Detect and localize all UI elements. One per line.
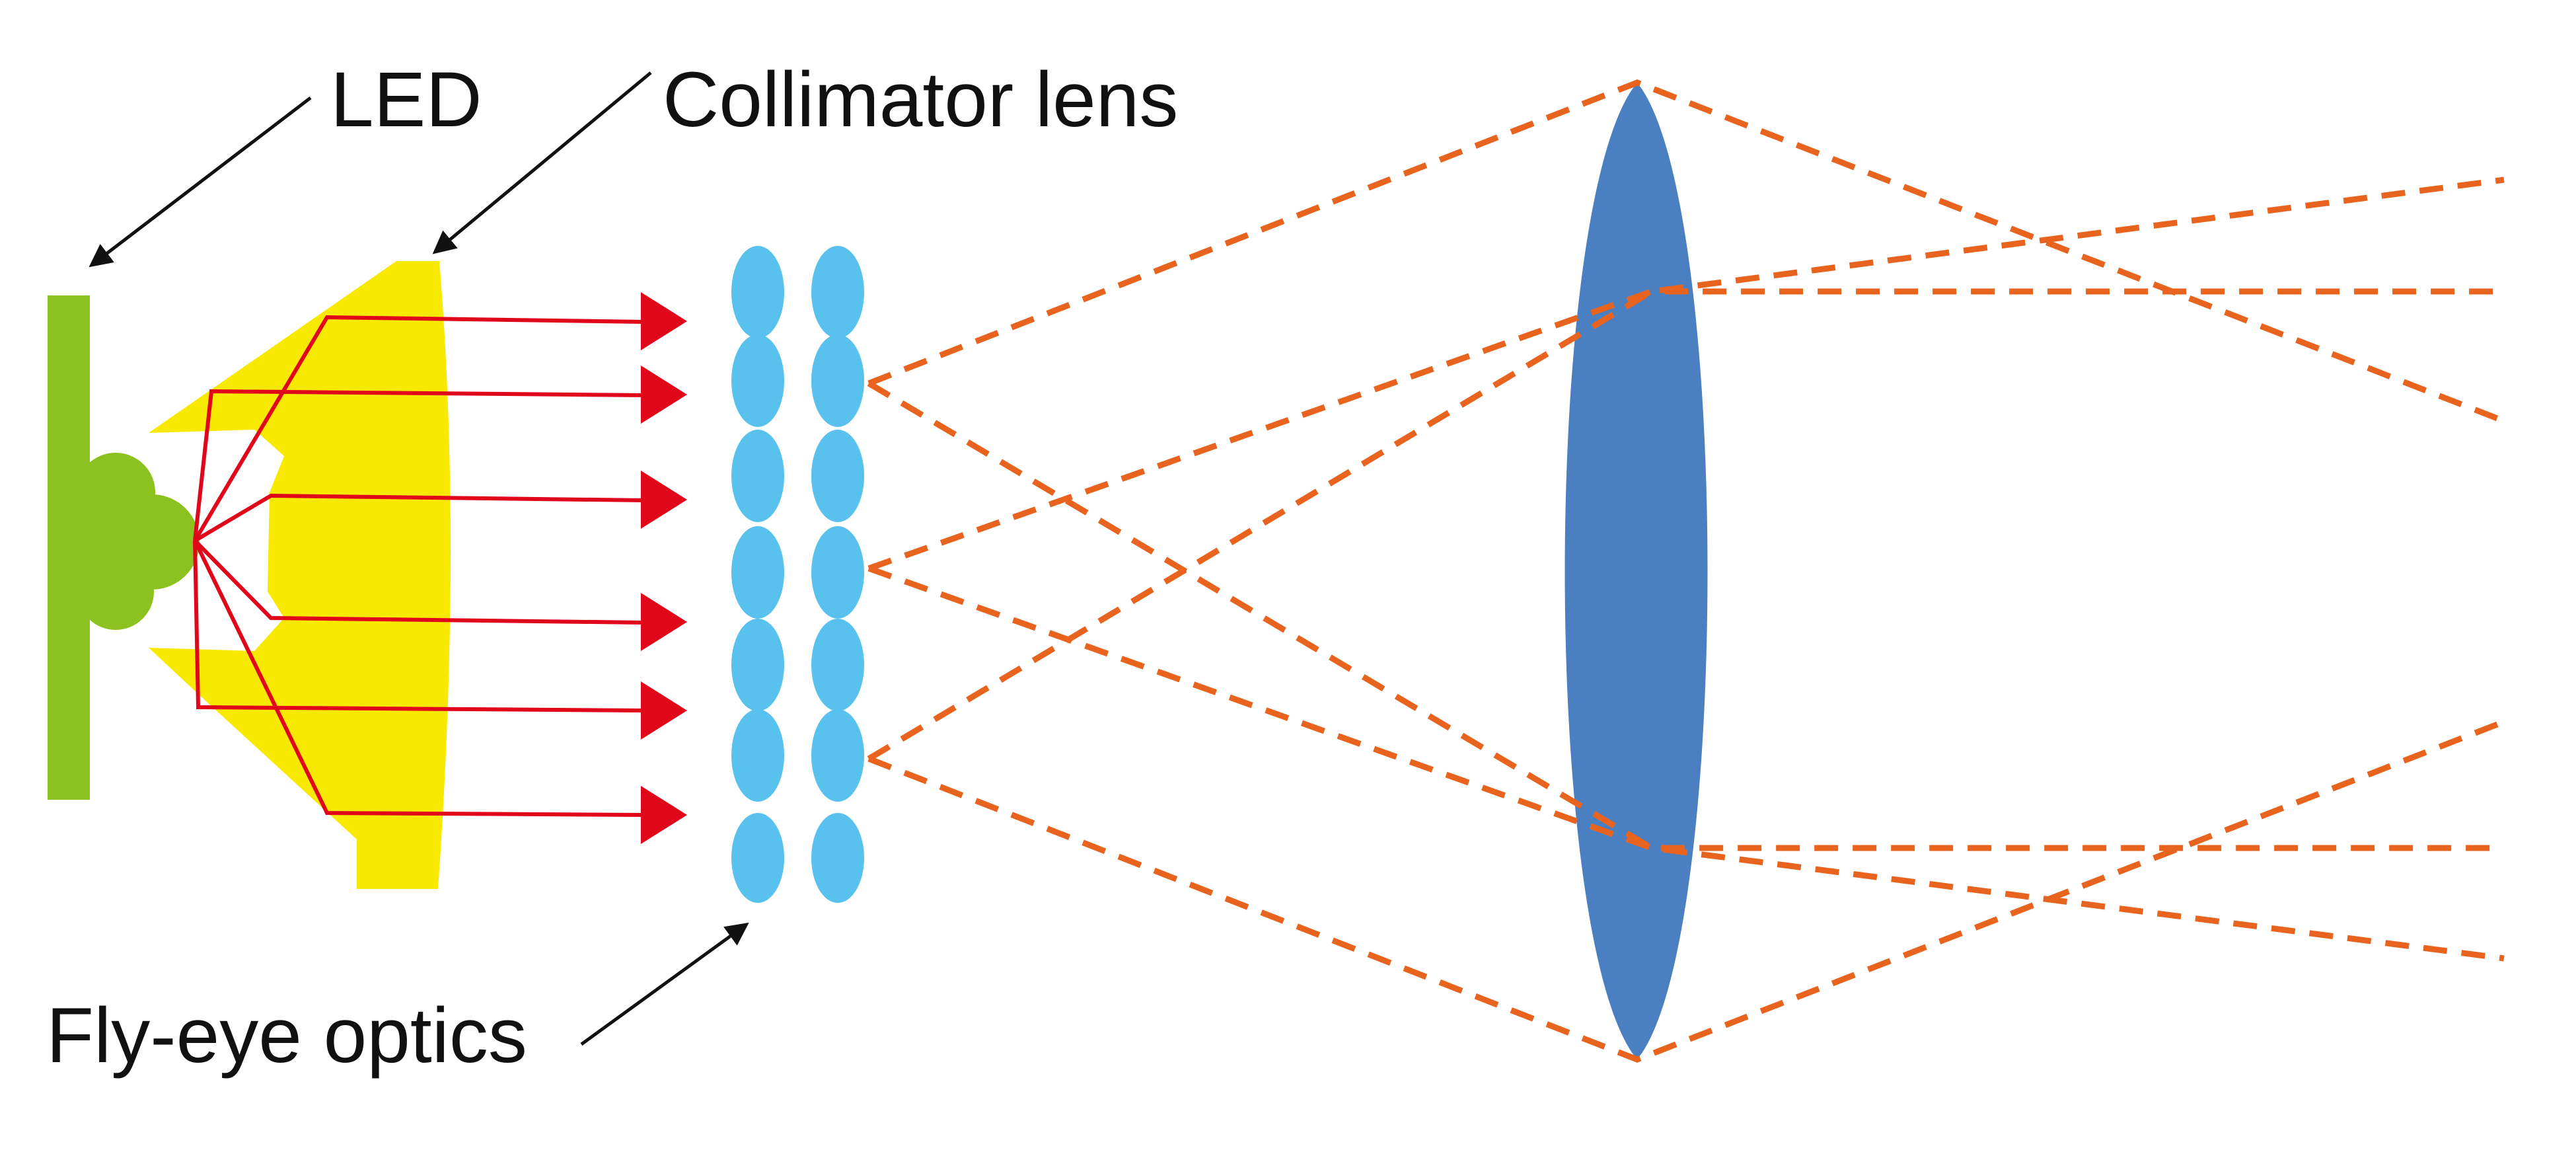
led-label: LED (330, 56, 482, 143)
black-arrow-icon (432, 71, 652, 254)
dashed-ray (867, 381, 2504, 851)
dashed-ray (867, 718, 2505, 1063)
red-arrowhead-icon (641, 786, 687, 844)
red-arrowhead-icon (641, 593, 687, 651)
fly-eye-optics (731, 246, 864, 903)
collimator-lens-label: Collimator lens (663, 56, 1179, 143)
red-arrowhead-icon (641, 471, 687, 529)
led-source (48, 295, 200, 800)
ray-2 (193, 389, 645, 541)
ray-5 (193, 540, 645, 712)
led-chip (76, 453, 200, 630)
pointer-arrows (89, 71, 749, 1046)
ray-1 (193, 315, 645, 542)
fly-eye-optics-label: Fly-eye optics (46, 992, 527, 1079)
projection-rays (867, 79, 2505, 1063)
dashed-ray (867, 79, 2505, 424)
black-arrow-icon (580, 922, 749, 1046)
fly-eye-array-right (811, 246, 864, 903)
black-arrow-icon (89, 96, 312, 268)
collimator-lens (149, 261, 451, 889)
ray-6 (193, 539, 645, 817)
ray-3 (194, 493, 645, 543)
condenser-lens (1564, 83, 1708, 1059)
dashed-ray (867, 565, 2505, 962)
red-arrowhead-icon (641, 292, 687, 350)
ray-4 (193, 539, 645, 625)
collimated-rays (193, 315, 645, 817)
dashed-ray (867, 288, 2504, 572)
red-arrowhead-icon (641, 365, 687, 424)
fly-eye-array-left (731, 246, 784, 903)
red-arrowhead-icon (641, 681, 687, 740)
red-arrowheads (641, 292, 687, 844)
led-board (48, 295, 90, 800)
